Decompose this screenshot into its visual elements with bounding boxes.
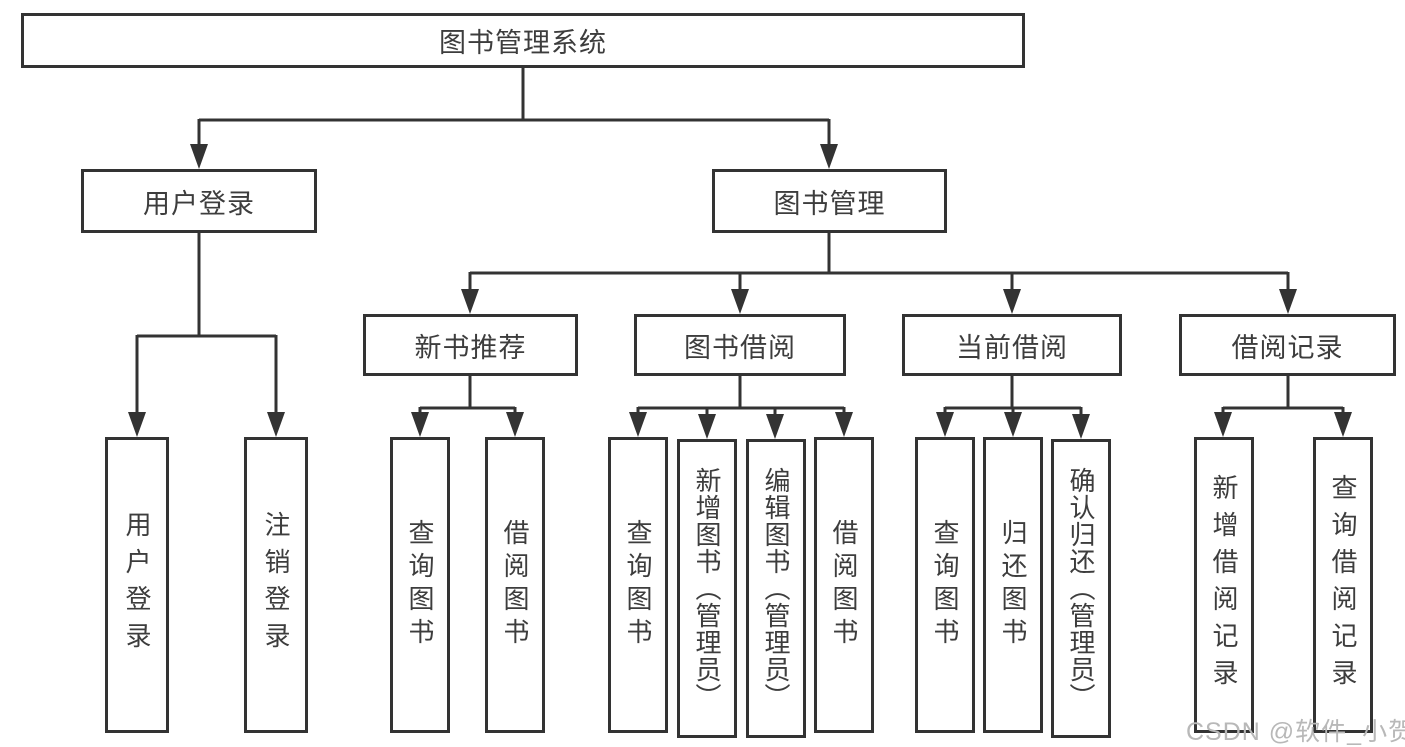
leaf-logout: 注销登录: [244, 437, 308, 733]
node-current-borrowing-label: 当前借阅: [956, 332, 1068, 363]
node-borrowing-records: 借阅记录: [1179, 314, 1396, 376]
leaf-query-borrow-record-label: 查询借阅记录: [1328, 474, 1358, 696]
leaf-query-books-2: 查询图书: [608, 437, 668, 733]
leaf-confirm-return-admin: 确认归还（管理员）: [1051, 439, 1111, 738]
leaf-borrow-books-1-label: 借阅图书: [500, 519, 530, 651]
leaf-query-books-1: 查询图书: [390, 437, 450, 733]
leaf-return-books: 归还图书: [983, 437, 1043, 733]
leaf-user-login-label: 用户登录: [122, 511, 152, 659]
leaf-add-books-admin-label: 新增图书（管理员）: [692, 467, 722, 710]
leaf-query-books-1-label: 查询图书: [405, 519, 435, 651]
node-borrowing-records-label: 借阅记录: [1231, 332, 1344, 363]
leaf-add-books-admin: 新增图书（管理员）: [677, 439, 737, 738]
leaf-return-books-label: 归还图书: [998, 519, 1028, 651]
node-current-borrowing: 当前借阅: [902, 314, 1122, 376]
arrowheads: [128, 144, 1352, 439]
node-book-borrowing-label: 图书借阅: [684, 332, 796, 363]
leaf-query-borrow-record: 查询借阅记录: [1313, 437, 1373, 733]
node-user-login-branch-label: 用户登录: [143, 188, 255, 219]
leaf-add-borrow-record: 新增借阅记录: [1194, 437, 1254, 733]
csdn-watermark: CSDN @软件_小贺同学: [1186, 718, 1405, 746]
node-book-management-branch-label: 图书管理: [773, 188, 886, 219]
node-book-borrowing: 图书借阅: [634, 314, 846, 376]
leaf-borrow-books-1: 借阅图书: [485, 437, 545, 733]
leaf-query-books-2-label: 查询图书: [623, 519, 653, 651]
node-new-book-recommend-label: 新书推荐: [414, 332, 527, 363]
node-system-root: 图书管理系统: [21, 13, 1025, 68]
leaf-logout-label: 注销登录: [261, 511, 291, 659]
leaf-query-books-3-label: 查询图书: [930, 519, 960, 651]
leaf-borrow-books-2-label: 借阅图书: [829, 519, 859, 651]
leaf-add-borrow-record-label: 新增借阅记录: [1209, 474, 1239, 696]
leaf-confirm-return-admin-label: 确认归还（管理员）: [1066, 467, 1096, 710]
node-new-book-recommend: 新书推荐: [363, 314, 578, 376]
leaf-user-login: 用户登录: [105, 437, 169, 733]
node-user-login-branch: 用户登录: [81, 169, 317, 233]
leaf-edit-books-admin-label: 编辑图书（管理员）: [761, 467, 791, 710]
node-book-management-branch: 图书管理: [712, 169, 947, 233]
leaf-edit-books-admin: 编辑图书（管理员）: [746, 439, 806, 738]
node-system-root-label: 图书管理系统: [439, 28, 607, 58]
leaf-query-books-3: 查询图书: [915, 437, 975, 733]
leaf-borrow-books-2: 借阅图书: [814, 437, 874, 733]
